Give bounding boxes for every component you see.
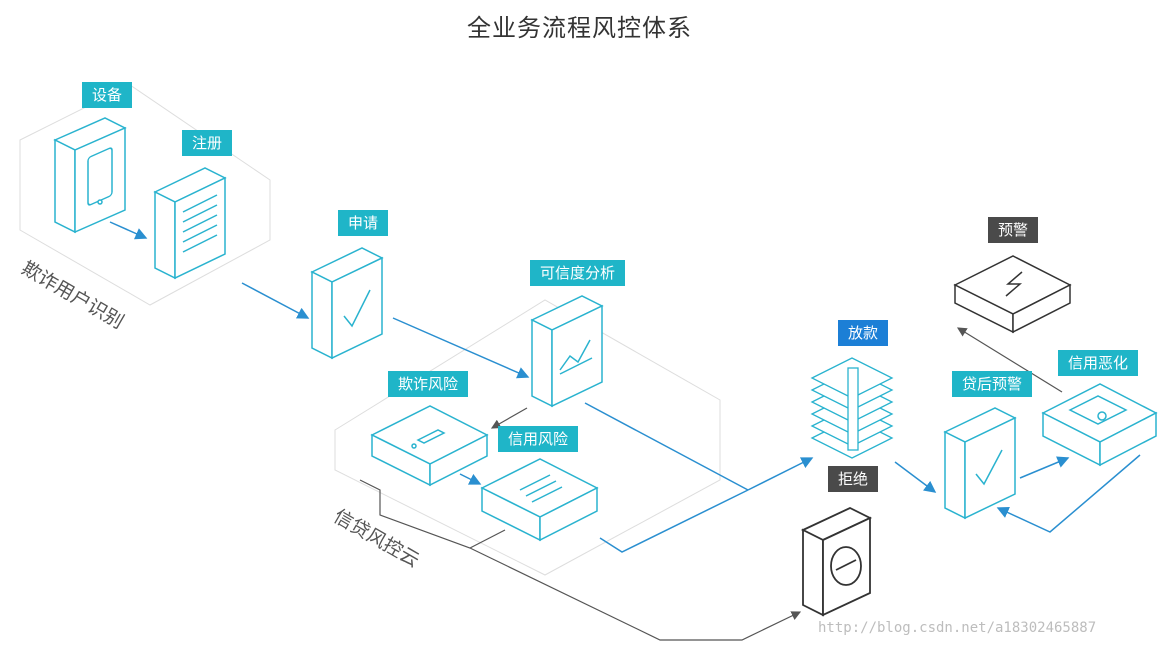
tag-fraud-risk: 欺诈风险 (388, 371, 469, 397)
loan-money-stack-icon (810, 357, 894, 459)
tag-post-loan: 贷后预警 (952, 371, 1033, 397)
apply-check-icon (310, 247, 384, 360)
tag-loan: 放款 (838, 320, 889, 346)
tag-credibility: 可信度分析 (530, 260, 626, 286)
fraud-risk-box-icon (370, 405, 489, 487)
tag-device: 设备 (82, 82, 133, 108)
credit-cloud-zone (334, 299, 721, 576)
credibility-chart-icon (530, 295, 604, 408)
tag-credit-deterioration: 信用恶化 (1058, 350, 1139, 376)
page-title: 全业务流程风控体系 (467, 14, 692, 42)
tag-warning: 预警 (988, 217, 1039, 243)
reject-connectors (359, 327, 1063, 641)
tag-credit-risk: 信用风险 (498, 426, 579, 452)
credit-risk-box-icon (480, 458, 599, 542)
tag-reject: 拒绝 (828, 466, 879, 492)
post-loan-check-icon (943, 407, 1017, 520)
reject-stop-icon (800, 507, 873, 617)
tag-apply: 申请 (338, 210, 389, 236)
flow-connectors (109, 221, 1141, 553)
register-document-icon (153, 167, 227, 280)
watermark-text: http://blog.csdn.net/a18302465887 (818, 620, 1097, 636)
warning-lightning-box-icon (953, 255, 1072, 334)
credit-deterioration-box-icon (1041, 383, 1158, 467)
tag-register: 注册 (182, 130, 233, 156)
device-phone-icon (53, 117, 127, 234)
